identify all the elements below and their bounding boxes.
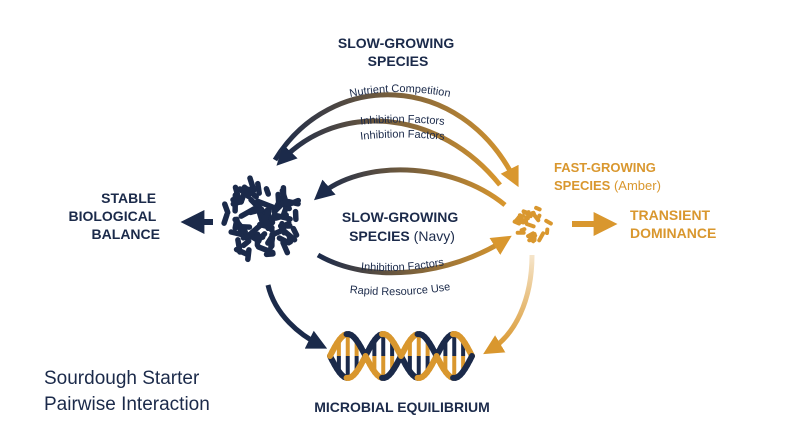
bacterium-rod — [544, 227, 550, 236]
inhibition-label-a: Inhibition Factors — [360, 113, 446, 127]
bacterium-rod — [248, 221, 265, 236]
bacterium-rod — [292, 208, 299, 223]
inhibition-arrow-lower — [316, 235, 512, 276]
microbial-equilibrium-label: MICROBIAL EQUILIBRIUM — [314, 399, 490, 415]
bacterium-rod — [519, 227, 527, 233]
dna-strand-segment — [466, 353, 475, 364]
bacterium-rod — [261, 214, 275, 234]
fast-growing-colony-icon — [512, 205, 553, 244]
stable-balance-label: STABLE BIOLOGICAL BALANCE — [68, 190, 160, 242]
bacterium-rod — [278, 220, 292, 231]
bacterium-rod — [233, 246, 251, 258]
bacterium-rod — [290, 225, 300, 238]
bacterium-rod — [276, 235, 292, 246]
bacterium-rod — [536, 213, 542, 220]
bacterium-rod — [544, 218, 553, 226]
center-title: SLOW-GROWING SPECIES (Navy) — [342, 209, 462, 244]
bacterium-rod — [232, 184, 243, 205]
bacterium-rod — [247, 206, 265, 216]
inhibition-label-b: Inhibition Factors — [360, 128, 446, 142]
bacterium-rod — [275, 213, 293, 222]
bacterium-rod — [534, 205, 542, 212]
caption-line-1: Sourdough Starter — [44, 368, 200, 389]
top-title: SLOW-GROWING SPECIES — [338, 35, 458, 69]
bacterium-rod — [532, 232, 537, 243]
bacterium-rod — [247, 175, 257, 194]
inhibition-arrow-inner — [313, 167, 507, 207]
rapid-resource-use-label: Rapid Resource Use — [349, 281, 451, 298]
bacterium-rod — [525, 210, 531, 221]
bacterium-rod — [254, 231, 261, 248]
bacterium-rod — [232, 216, 240, 231]
bacterium-rod — [537, 231, 546, 243]
nutrient-competition-label: Nutrient Competition — [348, 83, 451, 100]
bacterium-rod — [240, 238, 252, 249]
caption: Sourdough Starter Pairwise Interaction — [44, 366, 210, 418]
bacterium-rod — [263, 251, 276, 258]
bacterium-rod — [263, 186, 272, 197]
fast-to-equilibrium-arrow — [483, 254, 535, 355]
inhibition-arrow-upper — [276, 118, 502, 187]
inhibition-label-c: Inhibition Factors — [361, 256, 446, 274]
bacterium-rod — [255, 180, 262, 196]
transient-dominance-label: TRANSIENT DOMINANCE — [630, 207, 716, 241]
bacterium-rod — [516, 214, 526, 220]
fast-growing-title: FAST-GROWING SPECIES (Amber) — [554, 160, 661, 193]
bacterium-rod — [280, 240, 291, 256]
slow-growing-colony-icon — [216, 174, 308, 266]
nutrient-competition-arrow — [272, 92, 519, 188]
dna-helix-icon — [327, 331, 475, 381]
bacterium-rod — [237, 186, 252, 200]
bacterium-rod — [222, 201, 231, 216]
caption-line-2: Pairwise Interaction — [44, 394, 210, 415]
slow-to-equilibrium-arrow — [265, 284, 328, 349]
bacterium-rod — [221, 211, 230, 226]
bacterium-rod — [279, 187, 290, 207]
